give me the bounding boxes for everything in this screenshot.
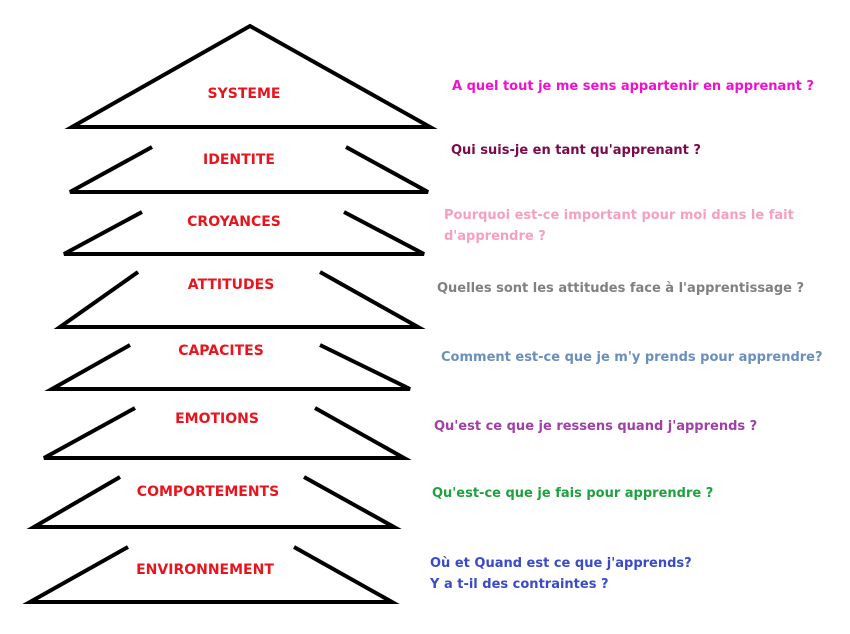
question-emotions: Qu'est ce que je ressens quand j'apprend… <box>434 416 757 437</box>
question-attitudes: Quelles sont les attitudes face à l'appr… <box>437 278 804 299</box>
question-line: A quel tout je me sens appartenir en app… <box>452 79 814 94</box>
question-line: Quelles sont les attitudes face à l'appr… <box>437 281 805 296</box>
question-line: Pourquoi est-ce important pour moi dans … <box>444 208 794 223</box>
level-label-systeme: SYSTEME <box>207 86 281 102</box>
level-shape-attitudes <box>53 270 426 329</box>
question-environnement: Où et Quand est ce que j'apprends? Y a t… <box>430 553 692 595</box>
level-shape-comportements <box>26 475 402 529</box>
question-line-2: d'apprendre ? <box>444 229 546 244</box>
level-label-emotions: EMOTIONS <box>175 411 259 427</box>
level-label-capacites: CAPACITES <box>178 343 264 359</box>
level-label-croyances: CROYANCES <box>187 214 281 230</box>
question-identite: Qui suis-je en tant qu'apprenant ? <box>451 140 701 161</box>
level-shape-croyances <box>63 210 425 256</box>
level-label-identite: IDENTITE <box>203 152 275 168</box>
question-capacites: Comment est-ce que je m'y prends pour ap… <box>441 347 823 368</box>
question-line: Qu'est ce que je ressens quand j'apprend… <box>434 419 758 434</box>
question-systeme: A quel tout je me sens appartenir en app… <box>452 76 814 97</box>
level-label-environnement: ENVIRONNEMENT <box>136 562 274 578</box>
question-line: Où et Quand est ce que j'apprends? <box>430 556 692 571</box>
level-shape-emotions <box>43 406 412 460</box>
level-shape-systeme <box>64 23 438 129</box>
question-line-2: Y a t-il des contraintes ? <box>430 577 609 592</box>
level-label-comportements: COMPORTEMENTS <box>136 484 280 500</box>
level-shape-environnement <box>22 545 400 604</box>
level-label-attitudes: ATTITUDES <box>187 277 275 293</box>
question-comportements: Qu'est-ce que je fais pour apprendre ? <box>432 483 713 504</box>
question-croyances: Pourquoi est-ce important pour moi dans … <box>444 205 794 247</box>
question-line: Qui suis-je en tant qu'apprenant ? <box>451 143 701 158</box>
level-shape-capacites <box>44 343 411 391</box>
level-shape-identite <box>69 145 429 194</box>
question-line: Qu'est-ce que je fais pour apprendre ? <box>432 486 714 501</box>
question-line: Comment est-ce que je m'y prends pour ap… <box>441 350 823 365</box>
